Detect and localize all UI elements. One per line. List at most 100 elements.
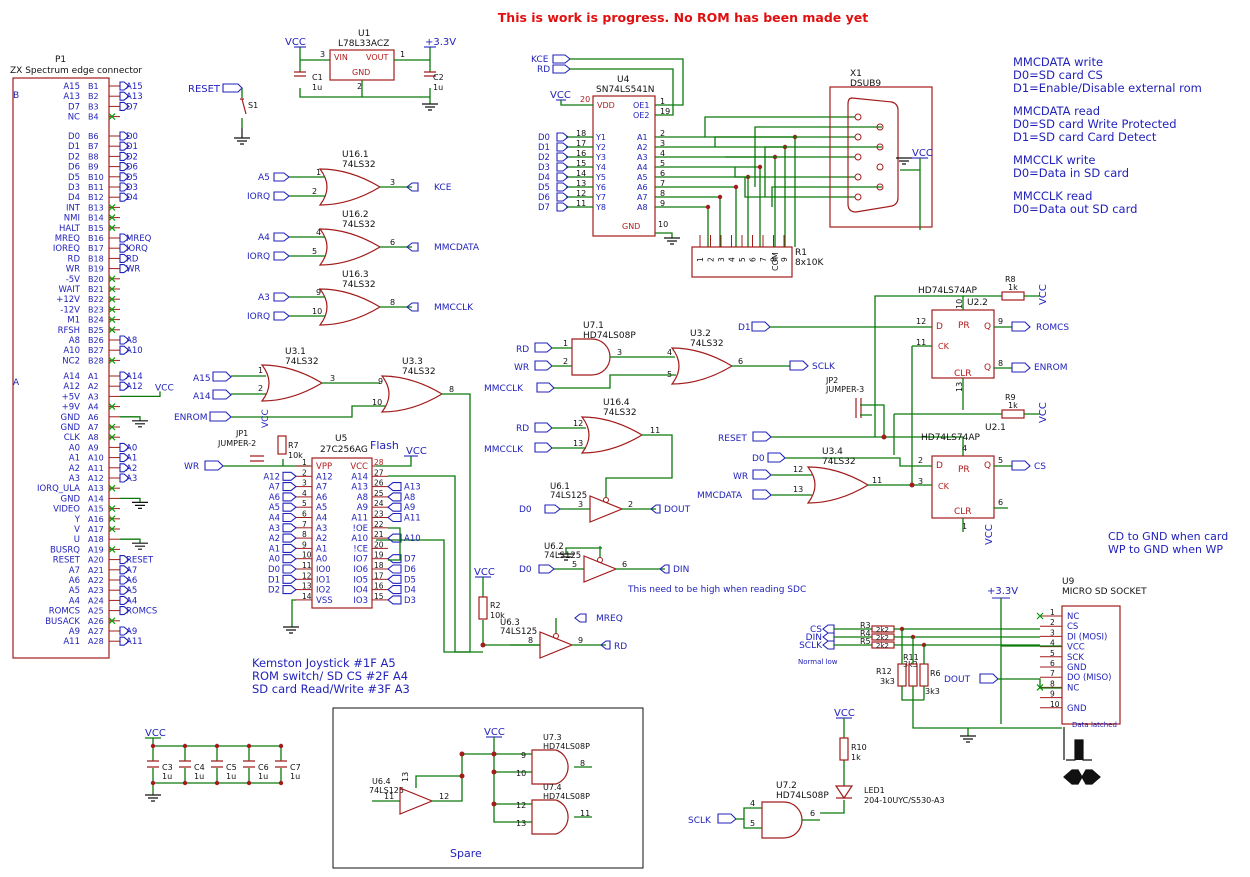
p1-signal-name: +5V (62, 392, 81, 402)
u1-regulator: U1 L78L33ACZ VIN VOUT GND 3 1 2 VCC +3.3… (285, 29, 456, 111)
net-label-flag (119, 131, 130, 141)
no-connect-mark (108, 203, 116, 211)
svg-text:1: 1 (400, 50, 405, 59)
u4-pin-name: Y6 (595, 183, 606, 192)
svg-text:13: 13 (955, 382, 964, 392)
svg-text:PR: PR (958, 321, 970, 331)
p1-pin-number: B19 (88, 265, 104, 274)
svg-text:C1: C1 (312, 73, 323, 82)
svg-text:PR: PR (958, 465, 970, 475)
svg-text:13: 13 (793, 485, 803, 494)
p1-signal-name: D2 (68, 152, 80, 162)
u4-a-name: A3 (637, 153, 648, 162)
net-label-flag (119, 264, 130, 274)
net-label-flag (119, 595, 130, 605)
svg-text:HD74LS08P: HD74LS08P (543, 792, 590, 801)
p1-pin-number: A6 (88, 413, 99, 422)
gate-value: 74LS32 (342, 220, 376, 230)
u5-oe-wire (388, 527, 401, 561)
p1-signal-name: A6 (69, 576, 80, 586)
u5-left-pin-name: A5 (316, 503, 327, 513)
buffer-value: 74LS125 (500, 627, 537, 637)
no-connect-mark (108, 356, 116, 364)
p1-net-label: A13 (126, 92, 143, 102)
svg-text:VDD: VDD (597, 101, 615, 110)
p1-signal-name: IOREQ (53, 244, 80, 254)
u5-left-pin-name: A1 (316, 544, 327, 554)
p1-signal-name: A5 (69, 586, 80, 596)
p1-pin-number: A2 (88, 382, 99, 391)
net-label-flag (119, 555, 130, 565)
spare-box: Spare U6.4 74LS125 11 12 13 VCC U7.3 HD7… (332, 707, 644, 869)
net-label-flag (119, 463, 130, 473)
series-resistor-ref: R4 (860, 629, 871, 638)
u4-a-wire (655, 136, 796, 247)
svg-text:1k: 1k (1008, 401, 1018, 410)
p1-pin-number: B23 (88, 305, 104, 314)
svg-text:4: 4 (667, 348, 672, 357)
no-connect-mark (108, 545, 116, 553)
buffer-oe-bubble (597, 557, 603, 563)
no-connect-mark (108, 515, 116, 523)
net-label-flag (119, 243, 130, 253)
u9-pin-name: NC (1067, 683, 1079, 693)
r1-pin-number: 8 (770, 257, 779, 262)
net-label-flag (119, 81, 130, 91)
u5-pin-number: 2 (302, 468, 307, 477)
svg-text:LED1: LED1 (864, 786, 885, 795)
gate-pin: 1 (316, 168, 321, 177)
svg-text:R9: R9 (1005, 393, 1016, 402)
p1-pin-number: A17 (88, 525, 104, 534)
p1-pin-number: A3 (88, 392, 99, 401)
svg-text:U5: U5 (335, 434, 347, 444)
ground-symbol (132, 501, 148, 509)
svg-text:JP2: JP2 (825, 376, 838, 385)
svg-text:4: 4 (962, 444, 967, 453)
note-title: MMCDATA read (1013, 104, 1100, 118)
svg-text:COM: COM (771, 252, 780, 271)
svg-text:2: 2 (918, 456, 923, 465)
svg-text:C2: C2 (433, 73, 444, 82)
svg-text:MMCCLK: MMCCLK (484, 384, 524, 394)
svg-text:11: 11 (872, 476, 882, 485)
u4-a-name: A6 (637, 183, 648, 192)
u5-net-label: D5 (404, 575, 416, 585)
svg-text:Q: Q (984, 461, 991, 471)
svg-text:10: 10 (658, 220, 668, 229)
svg-text:74LS32: 74LS32 (285, 357, 319, 367)
p1-net-label: WR (126, 265, 140, 275)
p1-signal-name: NC (68, 113, 80, 123)
svg-text:RD: RD (537, 65, 550, 75)
p1-signal-name: RD (68, 254, 81, 264)
u5-right-pin-name: A8 (357, 493, 368, 503)
u4-pin-name: Y5 (595, 173, 606, 182)
p1-side-a: A (13, 378, 20, 388)
svg-text:3: 3 (617, 348, 622, 357)
p1-pin-number: B13 (88, 203, 104, 212)
svg-text:JUMPER-2: JUMPER-2 (217, 439, 256, 448)
junction-dot (150, 780, 156, 786)
buffer-oe-label: MREQ (596, 614, 623, 624)
svg-text:Flash: Flash (370, 439, 399, 452)
ground-symbol (145, 794, 161, 802)
svg-text:S1: S1 (248, 101, 258, 110)
p1-pin-number: A19 (88, 545, 104, 554)
net-label-flag (387, 512, 402, 523)
net-label-flag (282, 492, 297, 502)
cap-value: 1u (258, 772, 268, 781)
r1-pin-number: 3 (717, 257, 726, 262)
svg-text:U3.2: U3.2 (690, 329, 711, 339)
svg-text:3: 3 (918, 477, 923, 486)
p1-signal-name: M1 (67, 316, 80, 326)
p1-pin-number: A18 (88, 535, 104, 544)
cap-body (179, 760, 191, 768)
p1-signal-name: A3 (69, 474, 80, 484)
u9-pin-number: 10 (1050, 700, 1060, 709)
reset-switch[interactable]: RESET S1 (188, 83, 258, 145)
u4-pin-number: 19 (660, 107, 670, 116)
p1-pin-number: B18 (88, 254, 104, 263)
u9-pin-name: DO (MISO) (1067, 673, 1112, 683)
u4-pin-number: 4 (660, 149, 665, 158)
p1-pin-number: A25 (88, 607, 104, 616)
u4-pin-name: Y4 (595, 163, 606, 172)
